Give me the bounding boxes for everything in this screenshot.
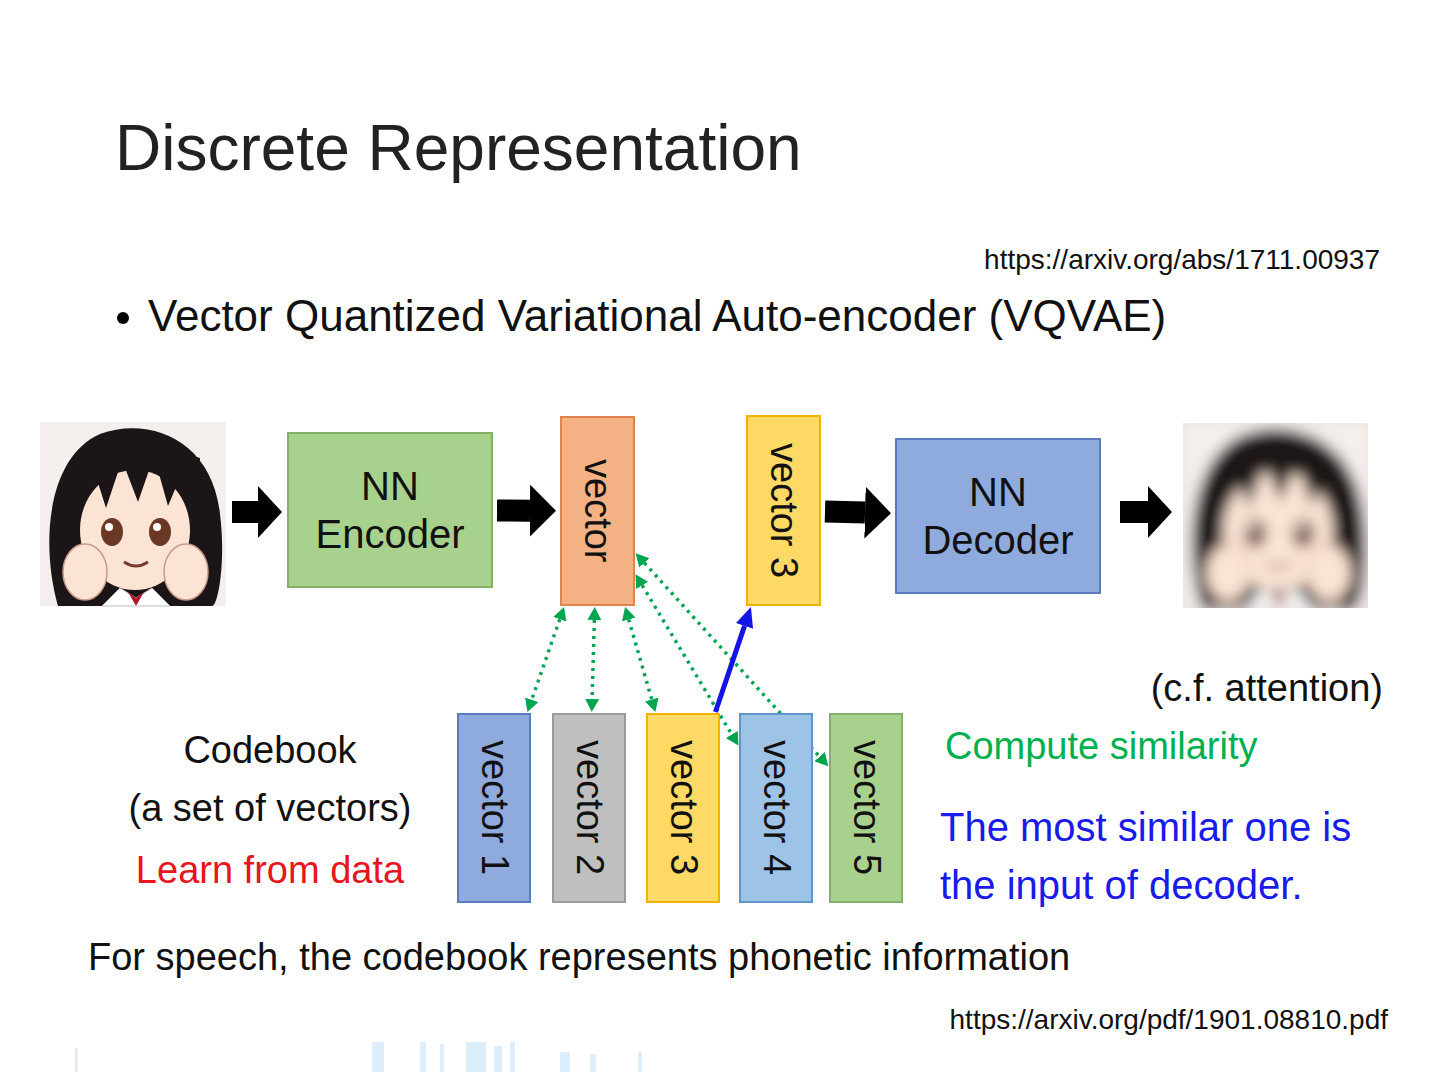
similarity-arrow <box>592 620 594 699</box>
node-label: NN Decoder <box>907 468 1089 564</box>
node-label: vector 3 <box>660 740 706 875</box>
node-label: vector 4 <box>753 740 799 875</box>
flow-arrow <box>825 512 865 513</box>
reference-url: https://arxiv.org/pdf/1901.08810.pdf <box>950 1003 1388 1037</box>
codebook-vector: vector 3 <box>646 713 720 903</box>
note-text: The most similar one is the input of dec… <box>940 798 1360 914</box>
flow-arrow <box>497 500 530 522</box>
node-label: vector 3 <box>761 443 807 578</box>
note-text: (c.f. attention) <box>1151 666 1383 712</box>
codebook-label: (a set of vectors) <box>100 786 440 832</box>
block-arrow <box>1120 486 1172 538</box>
footnote-text: For speech, the codebook represents phon… <box>88 935 1070 981</box>
node-label: vector 1 <box>471 740 517 875</box>
similarity-arrow <box>532 619 560 700</box>
codebook-label: Codebook <box>100 728 440 774</box>
similarity-arrow <box>629 619 652 699</box>
latent-vector: vector <box>560 416 635 606</box>
note-text: Compute similarity <box>945 724 1258 770</box>
codebook-vector: vector 1 <box>457 713 531 903</box>
bullet-dot <box>117 312 129 324</box>
node-label: NN Encoder <box>299 462 481 558</box>
bullet-text: Vector Quantized Variational Auto-encode… <box>148 290 1166 343</box>
node-label: vector 5 <box>843 740 889 875</box>
codebook-label: Learn from data <box>100 848 440 894</box>
decoder-box: NN Decoder <box>895 438 1101 594</box>
input-image <box>40 422 226 606</box>
node-label: vector <box>575 459 621 562</box>
codebook-vector: vector 2 <box>552 713 626 903</box>
node-label: vector 2 <box>566 740 612 875</box>
selection-arrow <box>715 626 744 712</box>
codebook-vector: vector 4 <box>739 713 813 903</box>
quantized-vector: vector 3 <box>746 415 821 606</box>
codebook-vector: vector 5 <box>829 713 903 903</box>
block-arrow <box>232 486 282 538</box>
bottom-strip <box>75 1042 642 1072</box>
reference-url: https://arxiv.org/abs/1711.00937 <box>984 243 1380 277</box>
encoder-box: NN Encoder <box>287 432 493 588</box>
output-image <box>1183 423 1368 608</box>
slide-title: Discrete Representation <box>115 110 802 187</box>
